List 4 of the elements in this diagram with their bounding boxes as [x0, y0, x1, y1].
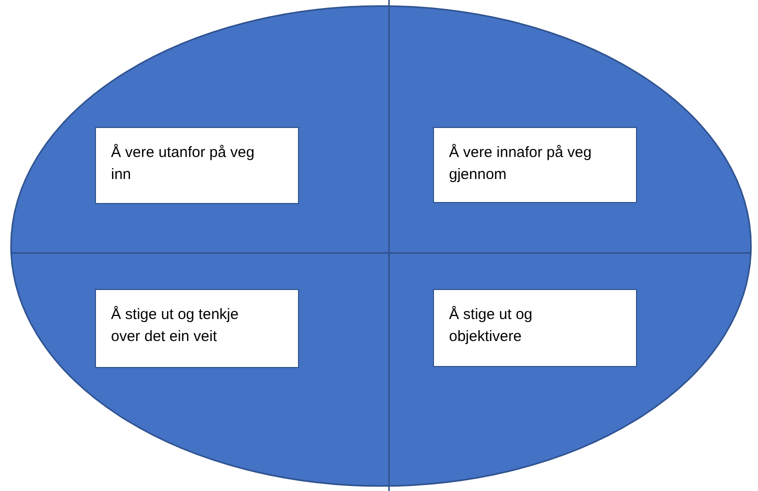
text-box: Å stige ut og tenkje over det ein veit	[95, 289, 299, 368]
text-box: Å stige ut og objektivere	[433, 289, 637, 367]
text-box: Å vere utanfor på veg inn	[95, 127, 299, 204]
text-box: Å vere innafor på veg gjennom	[433, 127, 637, 203]
